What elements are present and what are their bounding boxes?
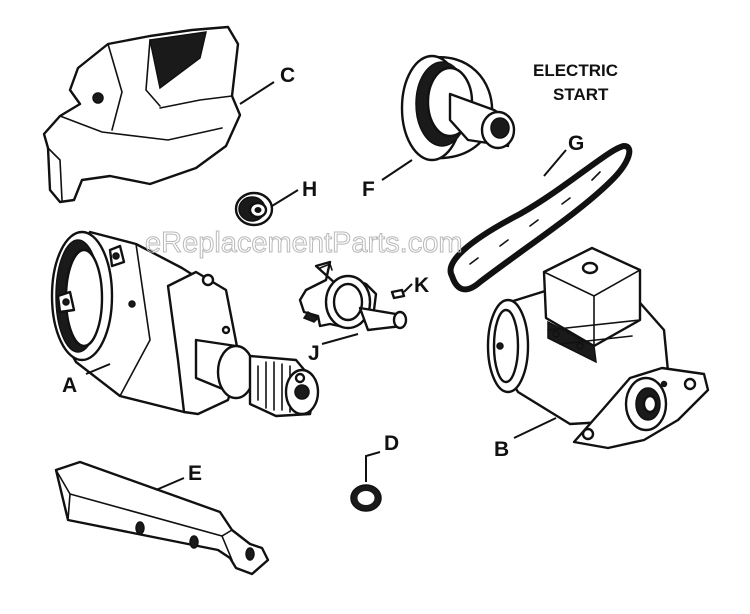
part-g-v-belt[interactable] [447,142,633,293]
leader-a [85,363,111,375]
part-d-washer[interactable] [350,484,382,512]
leader-f [381,159,413,181]
callout-c: C [280,64,295,87]
part-e-bracket[interactable] [54,460,270,576]
heading-line1: ELECTRIC [533,61,618,80]
part-a-starter-motor[interactable] [50,230,320,418]
heading-line2: START [553,85,609,104]
part-f-pulley[interactable] [400,54,516,162]
leader-j [321,333,359,345]
callout-e: E [188,462,202,485]
part-c-belt-guard[interactable] [42,25,242,204]
leader-c [239,81,275,105]
callout-j: J [308,342,320,365]
callout-d: D [384,432,399,455]
part-j-solenoid[interactable] [298,260,408,332]
leader-d [365,451,381,482]
leader-h [271,189,299,207]
part-k-key[interactable] [390,288,406,300]
callout-h: H [302,178,317,201]
watermark-text: eReplacementParts.com [145,227,463,259]
part-b-starter-generator[interactable] [486,246,710,450]
leader-g [543,149,567,177]
callout-b: B [494,438,509,461]
callout-g: G [568,132,584,155]
callout-k: K [414,274,429,297]
leader-b [513,417,557,439]
callout-a: A [62,374,77,397]
part-h-small-pulley[interactable] [234,191,274,227]
leader-k [403,283,413,293]
leader-e [155,477,185,491]
callout-f: F [362,178,375,201]
